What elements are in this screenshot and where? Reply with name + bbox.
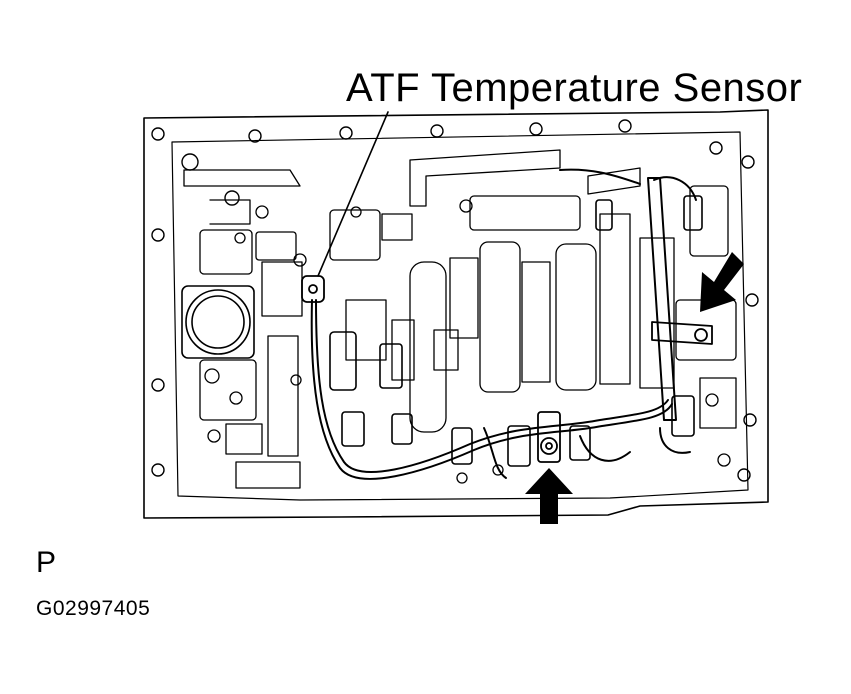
- gasket-edge: [171, 131, 749, 501]
- harness-clamp-right: [651, 321, 713, 345]
- bolt-arrow-bottom: [525, 468, 573, 524]
- atf-temperature-sensor: [301, 275, 325, 303]
- harness-main-wire: [315, 299, 669, 473]
- atf-temperature-sensor-label: ATF Temperature Sensor: [346, 66, 803, 110]
- central-channels: [290, 149, 631, 484]
- sensor-harness: [310, 168, 697, 480]
- view-letter: P: [36, 546, 57, 579]
- perimeter-bolt-holes: [151, 119, 759, 482]
- bolt-arrow-right: [700, 252, 744, 312]
- accumulator-bore: [181, 285, 255, 359]
- harness-vertical-loom: [647, 177, 677, 421]
- left-valve-cluster: [183, 169, 303, 489]
- harness-connectors: [329, 195, 703, 467]
- figure-code: G02997405: [36, 597, 151, 620]
- valve-body-outline: [143, 109, 769, 519]
- sensor-leader-line: [317, 111, 389, 277]
- harness-clamp-bottom: [537, 411, 561, 463]
- harness-main-wire-2: [310, 299, 673, 480]
